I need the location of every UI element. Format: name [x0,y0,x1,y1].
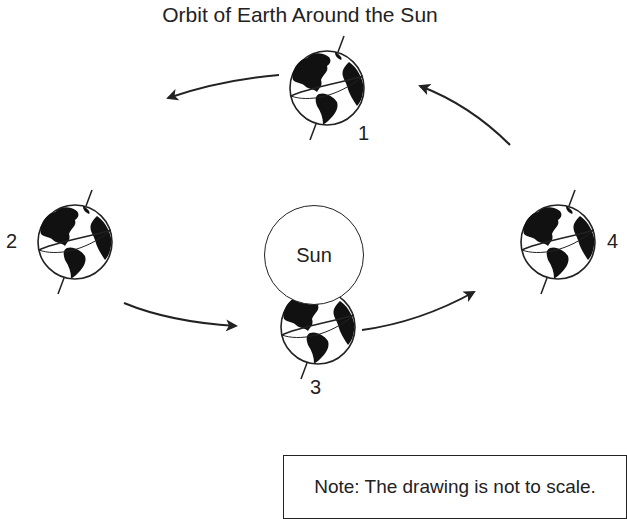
earth-globe [290,36,364,140]
earth-globe [38,190,112,294]
orbit-arrow [124,303,236,326]
callout-number: 2 [6,230,17,253]
sun-circle: Sun [264,205,364,305]
diagram-title: Orbit of Earth Around the Sun [162,3,438,27]
callout-number: 4 [607,230,618,253]
callout-number: 3 [310,376,321,399]
note-box: Note: The drawing is not to scale. [283,455,627,519]
node-text: Sun [296,244,332,267]
orbit-arrow [420,86,510,145]
orbit-arrow [168,75,279,98]
earth-globe [521,190,595,294]
node-text: Note: The drawing is not to scale. [314,476,596,498]
callout-number: 1 [358,122,369,145]
orbit-arrow [362,292,474,330]
